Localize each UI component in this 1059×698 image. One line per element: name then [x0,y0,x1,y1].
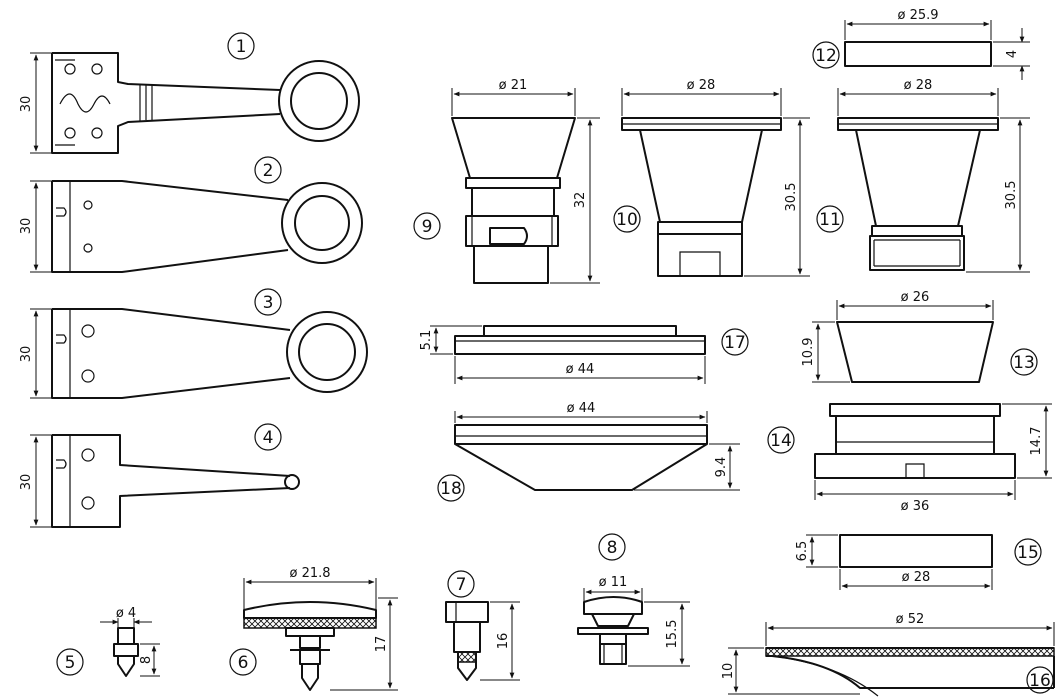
part-18-dim-diameter: ø 44 [567,401,596,416]
part-8-dim-height: 15.5 [665,620,680,649]
part-13-dim-height: 10.9 [801,338,816,367]
part-1-dim-height: 30 [19,96,34,113]
part-15-dim-height: 6.5 [795,541,810,562]
part-14: ø 36 14.7 14 [767,403,1052,514]
part-18-label: 18 [440,479,462,499]
part-3-label: 3 [263,293,274,313]
part-2-label: 2 [263,161,274,181]
part-11: ø 28 30.5 11 [816,78,1030,273]
part-10-label: 10 [616,210,638,230]
part-2: 30 2 [19,156,363,273]
part-13: ø 26 10.9 13 [801,290,1038,383]
part-12: ø 25.9 4 12 [812,8,1030,80]
part-11-label: 11 [819,210,841,230]
part-16: ø 52 10 16 [721,612,1055,697]
part-14-dim-height: 14.7 [1029,427,1044,456]
part-2-dim-height: 30 [19,218,34,235]
part-6-dim-diameter: ø 21.8 [289,566,330,581]
part-18: ø 44 9.4 18 [437,401,740,502]
part-17-label: 17 [724,333,746,353]
part-12-dim-diameter: ø 25.9 [897,8,938,23]
part-17-dim-height: 5.1 [419,330,434,351]
part-4: 30 4 [19,423,300,528]
part-13-label: 13 [1013,353,1035,373]
part-8-dim-diameter: ø 11 [599,575,628,590]
part-12-dim-height: 4 [1005,50,1020,58]
part-8: ø 11 15.5 8 [577,533,690,667]
part-17: 5.1 ø 44 17 [419,325,749,384]
part-16-dim-height: 10 [721,663,736,680]
part-14-label: 14 [770,431,792,451]
part-15-label: 15 [1017,543,1039,563]
part-12-label: 12 [815,46,837,66]
part-11-dim-diameter: ø 28 [904,78,933,93]
part-17-dim-diameter: ø 44 [566,362,595,377]
part-5-dim-height: 8 [139,656,154,664]
part-7: 16 7 [445,570,520,681]
part-10-dim-height: 30.5 [784,183,799,212]
part-16-dim-diameter: ø 52 [896,612,925,627]
part-9-dim-height: 32 [573,192,588,209]
part-3-dim-height: 30 [19,346,34,363]
part-3: 30 3 [19,288,368,399]
part-5-label: 5 [65,653,76,673]
part-6: ø 21.8 17 6 [229,566,398,691]
part-5-dim-diameter: ø 4 [116,606,136,621]
part-15-dim-diameter: ø 28 [902,570,931,585]
part-1-label: 1 [236,37,247,57]
part-4-dim-height: 30 [19,474,34,491]
part-9: ø 21 32 9 [413,78,600,284]
part-11-dim-height: 30.5 [1004,181,1019,210]
part-18-dim-height: 9.4 [714,457,729,478]
part-10-dim-diameter: ø 28 [687,78,716,93]
part-4-label: 4 [263,428,274,448]
part-15: ø 28 6.5 15 [795,534,1042,590]
part-14-dim-diameter: ø 36 [901,499,930,514]
part-6-label: 6 [238,653,249,673]
part-10: ø 28 30.5 10 [613,78,810,277]
part-6-dim-height: 17 [374,636,389,653]
part-1: 30 1 [19,32,360,154]
part-9-dim-diameter: ø 21 [499,78,528,93]
part-16-label: 16 [1029,671,1051,691]
part-5: ø 4 8 5 [56,606,160,677]
part-9-label: 9 [422,217,433,237]
part-7-dim-height: 16 [496,633,511,650]
part-13-dim-diameter: ø 26 [901,290,930,305]
part-7-label: 7 [456,575,467,595]
part-8-label: 8 [607,538,618,558]
